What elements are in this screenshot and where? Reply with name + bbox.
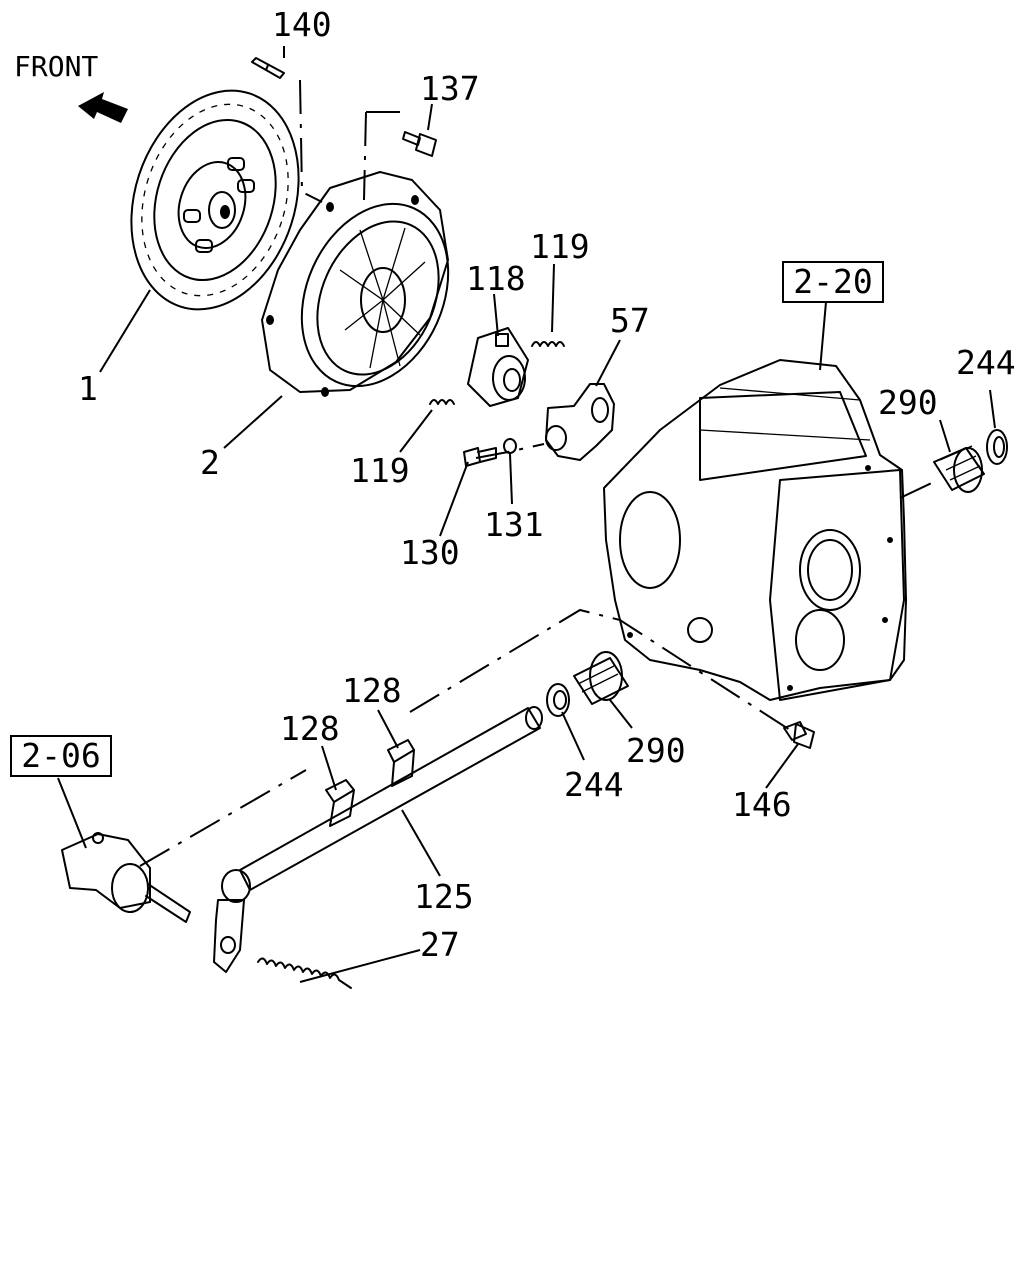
shift-shaft-125: [213, 706, 543, 973]
pressure-plate: [261, 171, 450, 397]
callout-119-top: 119: [530, 227, 590, 266]
needle-bearing-290-bottom: [573, 651, 629, 705]
needle-bearing-290-top: [933, 445, 985, 493]
seal-244-top: [986, 429, 1008, 465]
callout-146: 146: [732, 785, 792, 824]
clutch-disc: [130, 89, 300, 311]
callout-290-bottom: 290: [626, 731, 686, 770]
slave-cylinder: [61, 832, 191, 923]
ref-label-gear-housing: 2-20: [793, 262, 872, 301]
clip-131: [503, 438, 517, 454]
ref-box-gear-housing: [782, 261, 884, 303]
release-fork-57: [545, 383, 615, 461]
callout-244-bottom: 244: [564, 765, 624, 804]
key-128-left: [325, 779, 355, 827]
front-indicator: FRONT: [14, 50, 128, 123]
front-arrow-icon: [78, 92, 128, 123]
callout-128-right: 128: [342, 671, 402, 710]
bolt-146: [783, 721, 815, 749]
dowel-pin-140: [251, 57, 285, 79]
callout-140: 140: [272, 5, 332, 44]
callout-137: 137: [420, 69, 480, 108]
assembly-lines: [139, 79, 939, 867]
callout-131: 131: [484, 505, 544, 544]
spring-119-bottom: [429, 399, 455, 405]
callout-118: 118: [466, 259, 526, 298]
callout-125: 125: [414, 877, 474, 916]
seal-244-bottom: [546, 683, 570, 717]
callout-290-top: 290: [878, 383, 938, 422]
clutch-housing: [603, 359, 907, 701]
leader-lines: [57, 46, 996, 983]
callout-27: 27: [420, 925, 460, 964]
release-bearing-118: [467, 327, 529, 407]
callout-130: 130: [400, 533, 460, 572]
callout-1: 1: [78, 369, 98, 408]
ref-label-cylinder: 2-06: [21, 736, 100, 775]
front-label: FRONT: [14, 50, 98, 83]
spring-27: [257, 957, 352, 989]
bolt-137: [402, 131, 437, 157]
key-128-right: [387, 739, 415, 787]
bolt-130: [463, 447, 497, 467]
callout-57: 57: [610, 301, 650, 340]
spring-119-top: [531, 341, 565, 347]
callout-128-left: 128: [280, 709, 340, 748]
callout-2: 2: [200, 443, 220, 482]
callout-244-top: 244: [956, 343, 1016, 382]
callout-119-bottom: 119: [350, 451, 410, 490]
ref-box-cylinder: [10, 735, 112, 777]
